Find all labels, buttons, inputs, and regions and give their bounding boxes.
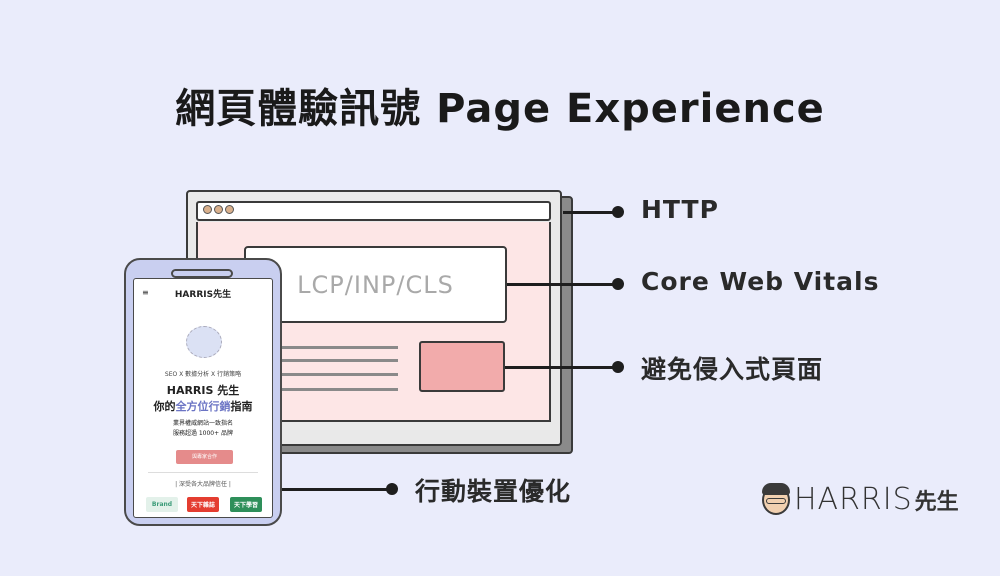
phone-tagline: SEO X 數據分析 X 行銷策略 [164,371,242,378]
brand-logo: Brand [146,497,178,512]
lcp-content-box: LCP/INP/CLS [244,246,507,323]
text-line [280,373,398,376]
phone-logo: HARRIS先生 [174,290,232,300]
phone-cta-button[interactable]: 與專家合作 [176,450,233,464]
callout-line-http [563,211,618,214]
brand-suffix: 先生 [914,489,959,515]
callout-line-cwv [507,283,618,286]
globe-illustration-icon [186,326,222,358]
phone-screen [133,278,273,518]
label-http: HTTP [641,195,719,224]
brand-logo: 天下雜誌 [187,497,219,512]
intrusive-popup-box [419,341,505,392]
callout-dot-http [612,206,624,218]
phone-trust-line: | 深受各大品牌信任 | [175,481,231,488]
brand-logo: 天下學習 [230,497,262,512]
window-dot-icon [225,205,234,214]
phone-heading-2-post: 指南 [230,400,253,413]
callout-dot-intrusive [612,361,624,373]
harris-face-icon [762,482,790,515]
brand-name: HARRIS [794,482,913,517]
harris-brand-logo: HARRIS 先生 [762,482,959,517]
callout-line-intrusive [505,366,618,369]
phone-heading-1: HARRIS 先生 [166,384,240,397]
hamburger-menu-icon: ≡ [142,288,149,297]
text-line [280,346,398,349]
text-line [280,359,398,362]
browser-address-bar [196,201,551,221]
label-core-web-vitals: Core Web Vitals [641,267,880,296]
text-line [280,388,398,391]
phone-heading-2: 你的全方位行銷指南 [133,398,273,414]
phone-desc-1: 業界權威網站一致指名 [172,420,233,427]
phone-speaker [171,269,233,278]
callout-line-mobile [282,488,392,491]
callout-dot-cwv [612,278,624,290]
phone-heading-2-accent: 全方位行銷 [175,400,231,413]
page-title: 網頁體驗訊號 Page Experience [175,86,825,132]
divider [148,472,258,473]
window-dot-icon [203,205,212,214]
phone-heading-2-pre: 你的 [153,400,176,413]
callout-dot-mobile [386,483,398,495]
label-mobile: 行動裝置優化 [415,477,572,506]
phone-desc-2: 服務超過 1000+ 品牌 [172,430,234,437]
label-no-intrusive: 避免侵入式頁面 [641,355,824,384]
window-dot-icon [214,205,223,214]
